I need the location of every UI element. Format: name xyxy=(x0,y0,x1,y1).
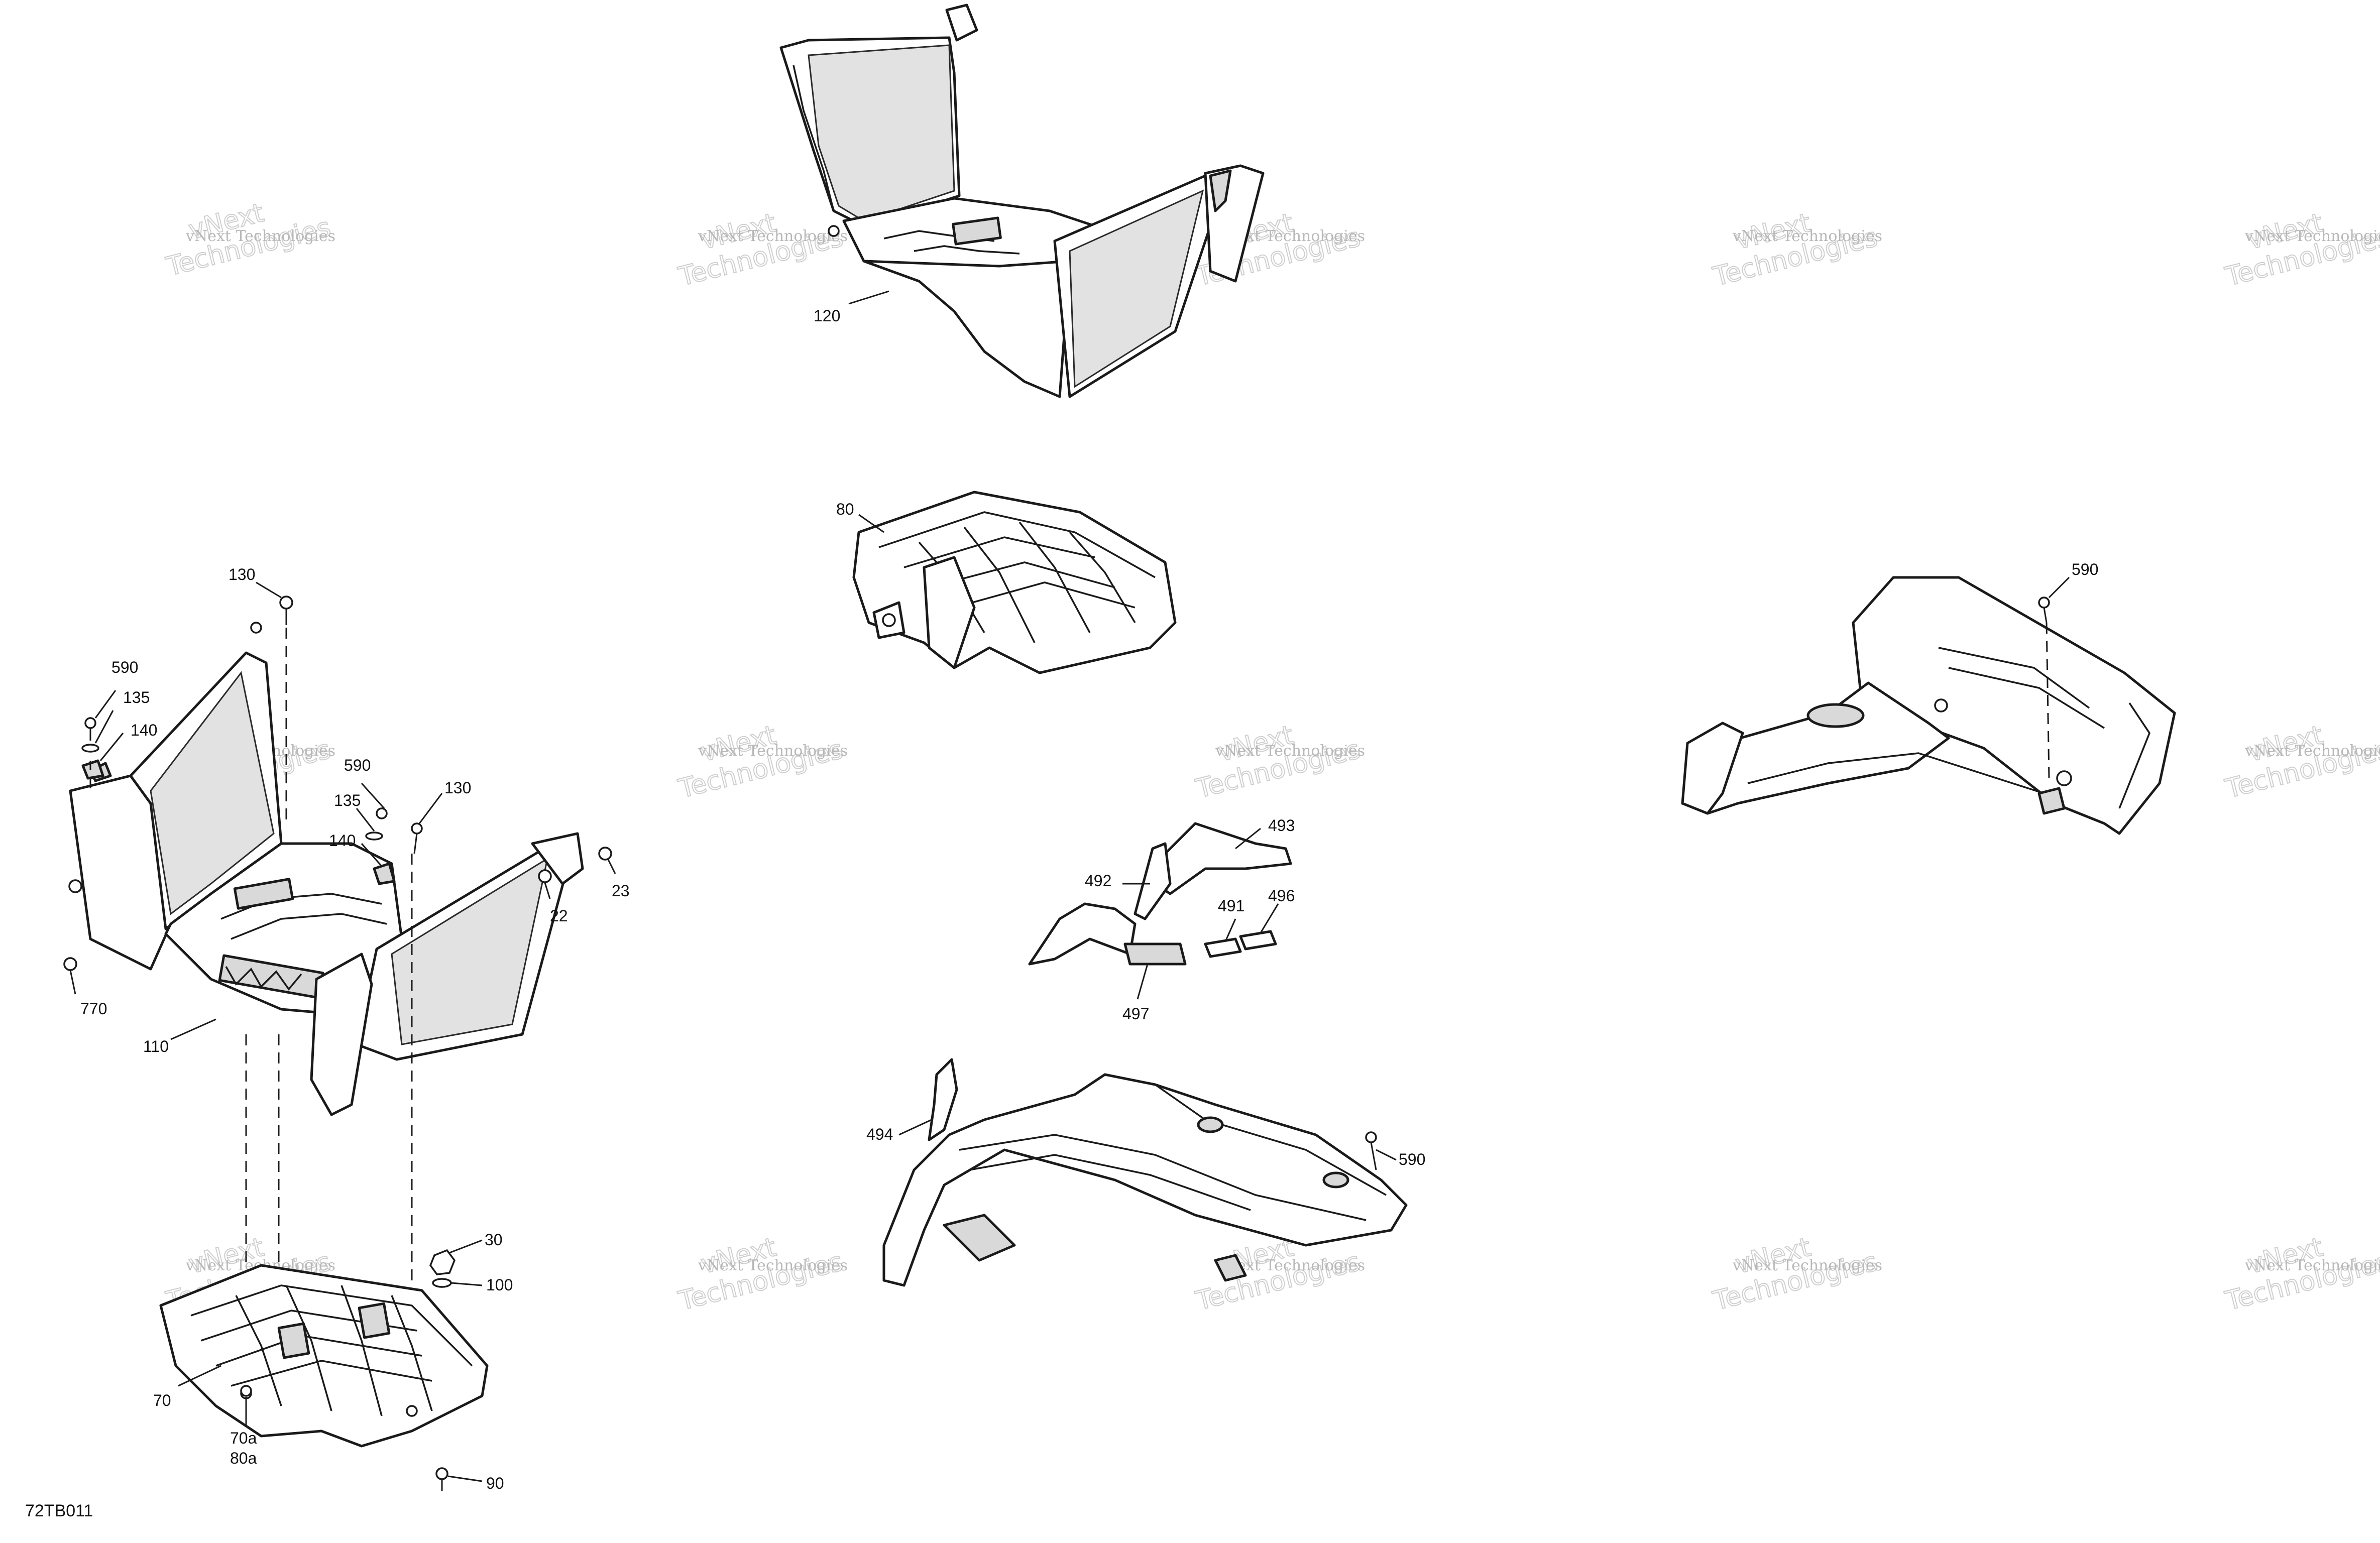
watermark-text: vNext Technologies xyxy=(2244,227,2380,245)
part-80-floor-tray xyxy=(852,491,1177,674)
callout-110: 110 xyxy=(143,1037,169,1055)
part-120-footwell-body xyxy=(779,4,1265,398)
part-110-footwell-assembly xyxy=(63,651,584,1116)
part-492 xyxy=(1134,842,1172,920)
watermark-text: vNext Technologies xyxy=(1732,227,1882,245)
callout-590: 590 xyxy=(2072,560,2098,578)
callout-70: 70 xyxy=(153,1391,171,1409)
watermark-text: vNext Technologies xyxy=(1215,742,1365,760)
callout-590: 590 xyxy=(1399,1150,1425,1168)
watermark-text: vNext Technologies xyxy=(698,1257,848,1274)
callout-590: 590 xyxy=(344,756,371,774)
part-497-wing xyxy=(1028,902,1137,966)
watermark-text: vNext Technologies xyxy=(1732,1257,1882,1274)
callout-492: 492 xyxy=(1085,872,1111,890)
bolt-130-head xyxy=(279,596,293,610)
watermark-text: vNext Technologies xyxy=(185,227,335,245)
callout-90: 90 xyxy=(486,1474,504,1492)
callout-70a: 70a xyxy=(230,1429,257,1447)
part-497 xyxy=(1123,942,1187,966)
callout-30: 30 xyxy=(485,1231,503,1249)
callout-140: 140 xyxy=(131,721,157,739)
callout-80: 80 xyxy=(836,500,854,518)
callout-labels: 120 80 130 590 135 140 590 135 140 130 2… xyxy=(80,307,2098,1492)
alignment-lines xyxy=(89,622,2050,1285)
callout-130: 130 xyxy=(229,565,255,583)
leader-lines xyxy=(69,290,2070,1482)
watermark-text: vNext Technologies xyxy=(2244,742,2380,760)
watermark-text: vNext Technologies xyxy=(698,742,848,760)
part-rear-fender-center xyxy=(882,1058,1408,1287)
callout-23: 23 xyxy=(612,882,630,900)
part-rear-fender-right xyxy=(1681,576,2176,835)
callout-135: 135 xyxy=(334,791,361,809)
watermark-text: vNext Technologies xyxy=(2244,1257,2380,1274)
callout-497: 497 xyxy=(1122,1005,1149,1023)
part-70-lower-floor-tray xyxy=(159,1264,489,1448)
watermark-text: vNext Technologies xyxy=(698,227,848,245)
callout-130: 130 xyxy=(444,779,471,797)
callout-22: 22 xyxy=(550,907,568,925)
callout-120: 120 xyxy=(814,307,840,325)
small-parts-cluster xyxy=(1028,822,1292,966)
part-491 xyxy=(1204,937,1242,958)
callout-100: 100 xyxy=(486,1276,513,1294)
callout-135: 135 xyxy=(123,688,150,706)
hardware-fasteners xyxy=(81,596,2050,1491)
callout-494: 494 xyxy=(866,1125,893,1143)
callout-140: 140 xyxy=(329,832,356,850)
callout-80a: 80a xyxy=(230,1449,257,1467)
callout-590: 590 xyxy=(111,658,138,676)
part-496 xyxy=(1239,930,1277,951)
callout-496: 496 xyxy=(1268,887,1295,905)
callout-493: 493 xyxy=(1268,816,1295,835)
callout-491: 491 xyxy=(1218,897,1244,915)
callout-770: 770 xyxy=(80,1000,107,1018)
diagram-reference-code: 72TB011 xyxy=(25,1501,93,1520)
